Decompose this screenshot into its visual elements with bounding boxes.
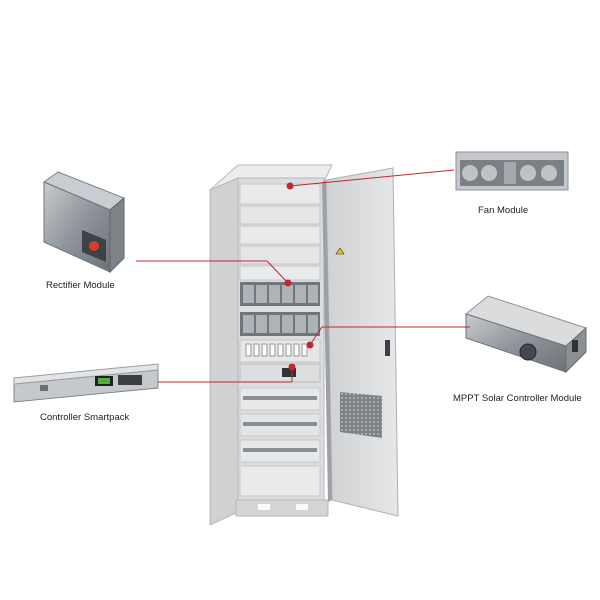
door-handle: [385, 340, 390, 356]
leader-line-mppt-2: [309, 326, 323, 346]
plinth-cutout: [258, 504, 270, 510]
rectifier-module-label: Rectifier Module: [46, 280, 115, 291]
fan-module: [455, 151, 569, 191]
breaker-panel: [239, 339, 321, 363]
leader-dot-fan: [286, 182, 294, 190]
mppt-module: [464, 295, 587, 374]
leader-dot-mppt: [306, 341, 314, 349]
distribution-rails: [239, 387, 321, 497]
fan-module-label: Fan Module: [478, 205, 529, 216]
rectifier-shelf-2: [240, 312, 320, 336]
cabinet: [208, 164, 399, 526]
leader-line-fan: [289, 169, 455, 187]
leader-lines: [136, 169, 470, 383]
mppt-solar-controller-module-label: MPPT Solar Controller Module: [453, 393, 582, 404]
warning-label: [335, 247, 345, 255]
controller-shelf: [239, 363, 321, 383]
cabinet-side: [209, 177, 239, 526]
leader-line-rectifier-2: [266, 260, 289, 284]
rectifier-module: [42, 171, 125, 274]
top-shelves: [239, 183, 321, 281]
rectifier-shelf-1: [240, 282, 320, 306]
fan-icon: [462, 165, 478, 181]
fan-icon: [541, 165, 557, 181]
cabinet-plinth: [235, 499, 329, 517]
controller-smartpack-label: Controller Smartpack: [40, 412, 130, 423]
rectifier-led-icon: [89, 241, 99, 251]
fan-icon: [481, 165, 497, 181]
fan-icon: [520, 165, 536, 181]
plinth-cutout: [296, 504, 308, 510]
leader-dot-rectifier: [284, 279, 292, 287]
door-edge: [322, 180, 332, 502]
mppt-fan-icon: [519, 343, 537, 361]
leader-dot-controller: [288, 363, 296, 371]
door-vent: [340, 392, 382, 438]
controller-smartpack: [13, 363, 159, 403]
